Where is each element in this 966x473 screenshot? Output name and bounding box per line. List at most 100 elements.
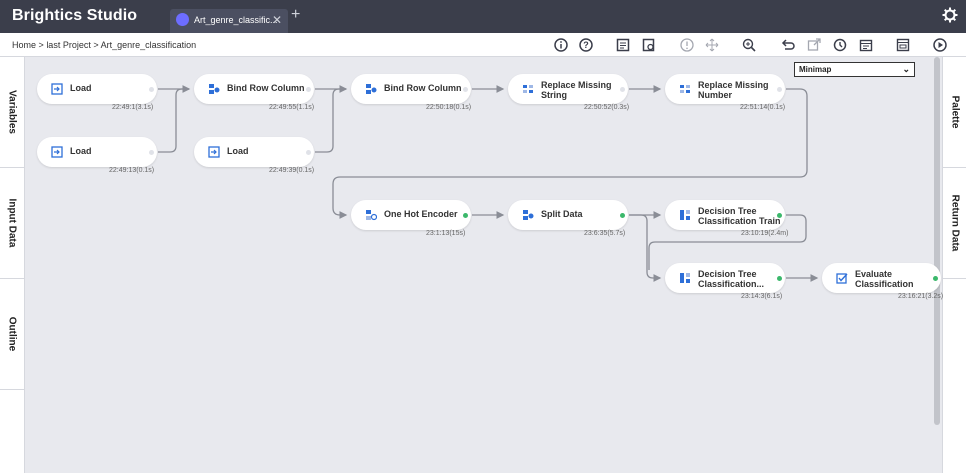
node-port[interactable]: [933, 276, 938, 281]
alert-icon[interactable]: [679, 37, 695, 53]
node-port[interactable]: [463, 87, 468, 92]
node-port[interactable]: [620, 87, 625, 92]
app-title: Brightics Studio: [12, 7, 138, 24]
node-time: 23:1:13(15s): [426, 230, 466, 237]
undo-icon[interactable]: [780, 37, 796, 53]
breadcrumb-project[interactable]: last Project: [46, 40, 91, 50]
node-label: Bind Row Column: [227, 83, 305, 93]
node-label: Replace Missing Number: [698, 80, 769, 100]
model-icon: [680, 273, 690, 283]
toolbar: Home > last Project > Art_genre_classifi…: [0, 33, 966, 57]
load-icon: [208, 146, 220, 158]
minimap-value: Minimap: [799, 65, 832, 74]
link: [629, 214, 662, 282]
panel-return-data[interactable]: Return Data: [943, 168, 966, 279]
replace-icon: [523, 85, 533, 93]
node-decision-tree-predict[interactable]: Decision Tree Classification...: [665, 263, 785, 293]
breadcrumb-page: Art_genre_classification: [100, 40, 197, 50]
run-icon[interactable]: [932, 37, 948, 53]
report-icon[interactable]: [895, 37, 911, 53]
node-load-2[interactable]: Load: [37, 137, 157, 167]
add-tab-button[interactable]: +: [291, 6, 301, 23]
node-port[interactable]: [463, 213, 468, 218]
panel-variables[interactable]: Variables: [0, 57, 25, 168]
tab-art-genre[interactable]: Art_genre_classific... ✕: [170, 9, 288, 33]
node-port[interactable]: [620, 213, 625, 218]
node-one-hot-encoder[interactable]: One Hot Encoder: [351, 200, 471, 230]
node-label: Load: [227, 146, 249, 156]
node-split-data[interactable]: Split Data: [508, 200, 628, 230]
node-label: One Hot Encoder: [384, 209, 458, 219]
export-icon[interactable]: [806, 37, 822, 53]
zoom-in-icon[interactable]: [741, 37, 757, 53]
top-bar: Brightics Studio Art_genre_classific... …: [0, 0, 966, 33]
gear-icon[interactable]: [942, 7, 958, 26]
encoder-icon: [366, 210, 377, 221]
node-port[interactable]: [777, 213, 782, 218]
node-bind-row-column-2[interactable]: Bind Row Column: [351, 74, 471, 104]
node-time: 22:49:1(3.1s): [112, 104, 154, 111]
breadcrumb: Home > last Project > Art_genre_classifi…: [12, 40, 196, 50]
node-port[interactable]: [777, 87, 782, 92]
breadcrumb-separator: >: [38, 40, 44, 50]
node-replace-missing-number[interactable]: Replace Missing Number: [665, 74, 785, 104]
node-decision-tree-train[interactable]: Decision Tree Classification Train: [665, 200, 785, 230]
node-label: Split Data: [541, 209, 583, 219]
panel-palette[interactable]: Palette: [943, 57, 966, 168]
node-load-1[interactable]: Load: [37, 74, 157, 104]
node-port[interactable]: [777, 276, 782, 281]
minimap-select[interactable]: Minimap ⌄: [794, 62, 915, 77]
node-bind-row-column-1[interactable]: Bind Row Column: [194, 74, 314, 104]
svg-text:?: ?: [583, 40, 589, 50]
node-label: Decision Tree Classification Train: [698, 206, 781, 226]
node-label: Bind Row Column: [384, 83, 462, 93]
close-icon[interactable]: ✕: [271, 13, 282, 27]
panel-input-data[interactable]: Input Data: [0, 168, 25, 279]
evaluate-icon: [836, 273, 848, 284]
node-time: 23:16:21(3.2s): [898, 293, 944, 300]
right-panel: Palette Return Data: [942, 57, 966, 473]
chevron-down-icon: ⌄: [902, 64, 910, 74]
model-icon: [680, 210, 690, 220]
node-port[interactable]: [306, 150, 311, 155]
node-port[interactable]: [149, 150, 154, 155]
node-port[interactable]: [306, 87, 311, 92]
script-icon[interactable]: [615, 37, 631, 53]
node-load-3[interactable]: Load: [194, 137, 314, 167]
node-port[interactable]: [149, 87, 154, 92]
help-icon[interactable]: ?: [578, 37, 594, 53]
node-time: 22:50:18(0.1s): [426, 104, 472, 111]
vertical-scrollbar[interactable]: [934, 57, 940, 425]
node-evaluate-classification[interactable]: Evaluate Classification: [822, 263, 941, 293]
load-icon: [51, 146, 63, 158]
replace-icon: [680, 85, 690, 93]
node-time: 23:14:3(6.1s): [741, 293, 783, 300]
node-time: 22:49:13(0.1s): [109, 167, 155, 174]
link: [648, 214, 807, 270]
history-icon[interactable]: [832, 37, 848, 53]
panel-outline[interactable]: Outline: [0, 279, 25, 390]
left-panel: Variables Input Data Outline: [0, 57, 25, 473]
node-time: 23:6:35(5.7s): [584, 230, 626, 237]
bind-icon: [209, 84, 220, 94]
info-icon[interactable]: [553, 37, 569, 53]
node-time: 22:49:55(1.1s): [269, 104, 315, 111]
search-doc-icon[interactable]: [641, 37, 657, 53]
node-label: Load: [70, 146, 92, 156]
move-icon[interactable]: [704, 37, 720, 53]
bind-icon: [366, 84, 377, 94]
breadcrumb-separator: >: [93, 40, 99, 50]
node-label: Replace Missing String: [541, 80, 612, 100]
workflow-icon: [176, 13, 189, 26]
node-time: 22:51:14(0.1s): [740, 104, 786, 111]
breadcrumb-home[interactable]: Home: [12, 40, 37, 50]
node-replace-missing-string[interactable]: Replace Missing String: [508, 74, 628, 104]
link: [158, 88, 189, 153]
node-label: Decision Tree Classification...: [698, 269, 765, 289]
node-time: 22:49:39(0.1s): [269, 167, 315, 174]
load-icon: [51, 83, 63, 95]
link: [332, 88, 808, 219]
node-time: 23:10:19(2.4m): [741, 230, 789, 237]
calendar-icon[interactable]: [858, 37, 874, 53]
